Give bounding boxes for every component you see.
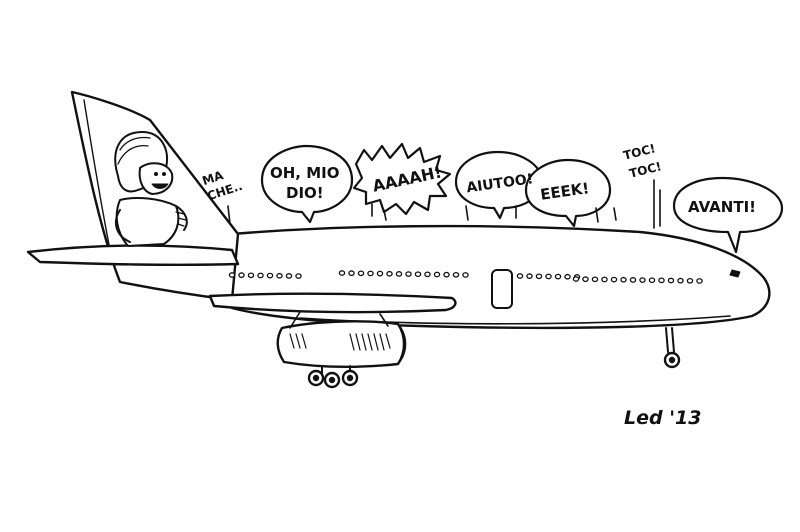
airplane-window (526, 273, 533, 279)
airplane-engine-pylon (289, 311, 389, 329)
exclamation-ma-che-line1: MA (200, 168, 225, 188)
woman-body (115, 197, 180, 247)
speech-bubble-avanti (672, 176, 784, 254)
airplane-window (535, 273, 543, 280)
airplane-window (348, 270, 355, 276)
sound-text-toc-line2: TOC! (628, 159, 663, 180)
airplane-window (285, 273, 293, 279)
airplane-window (696, 278, 703, 284)
airplane-window (667, 277, 675, 284)
woman-arm (114, 205, 188, 243)
airplane-engine-hatching (289, 333, 391, 351)
airplane-window (276, 272, 283, 279)
airplane-tail-fin-stripe (83, 99, 113, 261)
speech-bubble-oh-mio-dio (260, 144, 354, 224)
airplane-window (610, 276, 618, 283)
airplane-window (257, 272, 264, 279)
airplane-window (238, 272, 245, 278)
airplane-window (452, 271, 460, 278)
speech-text-oh-mio: OH, MIO (270, 164, 340, 182)
airplane-window (462, 272, 469, 278)
airplane-window (564, 273, 571, 280)
artist-signature: Led '13 (624, 407, 701, 429)
airplane (26, 90, 771, 389)
airplane-cockpit-window (729, 269, 741, 278)
airplane-window (620, 276, 627, 283)
airplane-window (367, 270, 374, 277)
sound-text-toc-line1: TOC! (622, 141, 657, 162)
nose-landing-gear-strut (665, 327, 675, 353)
airplane-horizontal-stabilizer (26, 244, 240, 267)
bubble-pointer-ticks (227, 179, 661, 229)
airplane-window (572, 276, 580, 282)
airplane-window (591, 276, 599, 283)
airplane-engine-inlet (397, 323, 407, 365)
woman-character (114, 131, 188, 247)
airplane-window (554, 273, 562, 280)
airplane-window (443, 271, 450, 278)
airplane-window (295, 273, 302, 279)
airplane-window (686, 277, 694, 284)
airplane-window (639, 277, 646, 283)
airplane-window (601, 276, 608, 283)
airplane-window (414, 271, 422, 278)
airplane-windows (228, 270, 703, 284)
airplane-engine (276, 320, 406, 368)
airplane-window (424, 271, 431, 278)
speech-text-avanti: AVANTI! (688, 198, 756, 216)
airplane-window (582, 276, 589, 282)
woman-face (138, 162, 174, 195)
airplane-window (677, 277, 684, 284)
speech-bubble-aaaah (352, 142, 452, 216)
airplane-door (491, 269, 513, 309)
speech-text-dio: DIO! (286, 184, 324, 202)
airplane-wing (208, 292, 457, 314)
airplane-window (228, 272, 236, 278)
airplane-window (545, 273, 552, 280)
airplane-window (386, 270, 393, 277)
airplane-window (395, 271, 403, 277)
airplane-window (516, 273, 524, 279)
airplane-window (376, 270, 384, 277)
airplane-window (658, 277, 665, 284)
airplane-window (648, 277, 656, 284)
airplane-window (338, 270, 346, 276)
airplane-window (629, 277, 637, 283)
airplane-window (433, 271, 441, 278)
airplane-window (247, 272, 255, 279)
airplane-window (266, 272, 274, 279)
airplane-window (405, 271, 412, 277)
speech-bubble-eeek (524, 158, 612, 228)
airplane-window (357, 270, 365, 277)
